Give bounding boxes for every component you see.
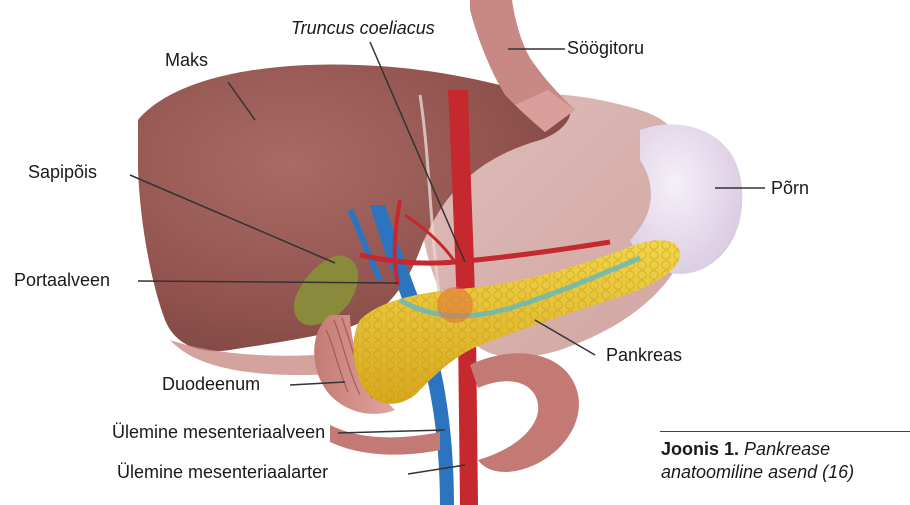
caption-rule <box>660 431 910 432</box>
label-sapipois: Sapipõis <box>28 162 97 183</box>
figure-caption: Joonis 1. Pankrease anatoomiline asend (… <box>661 438 906 484</box>
label-porn: Põrn <box>771 178 809 199</box>
label-maks: Maks <box>165 50 208 71</box>
leader-ulemine-veen <box>338 430 445 433</box>
label-truncus-coeliacus: Truncus coeliacus <box>291 18 435 39</box>
caption-text-line1: Pankrease <box>744 439 830 459</box>
label-ulemine-mesenteriaalveen: Ülemine mesenteriaalveen <box>112 422 325 443</box>
leader-ulemine-arter <box>408 465 465 474</box>
label-pankreas: Pankreas <box>606 345 682 366</box>
caption-label: Joonis 1. <box>661 439 739 459</box>
label-ulemine-mesenteriaalarter: Ülemine mesenteriaalarter <box>117 462 328 483</box>
label-soogitoru: Söögitoru <box>567 38 644 59</box>
caption-text-line2: anatoomiline asend (16) <box>661 462 854 482</box>
label-portaalveen: Portaalveen <box>14 270 110 291</box>
label-duodeenum: Duodeenum <box>162 374 260 395</box>
